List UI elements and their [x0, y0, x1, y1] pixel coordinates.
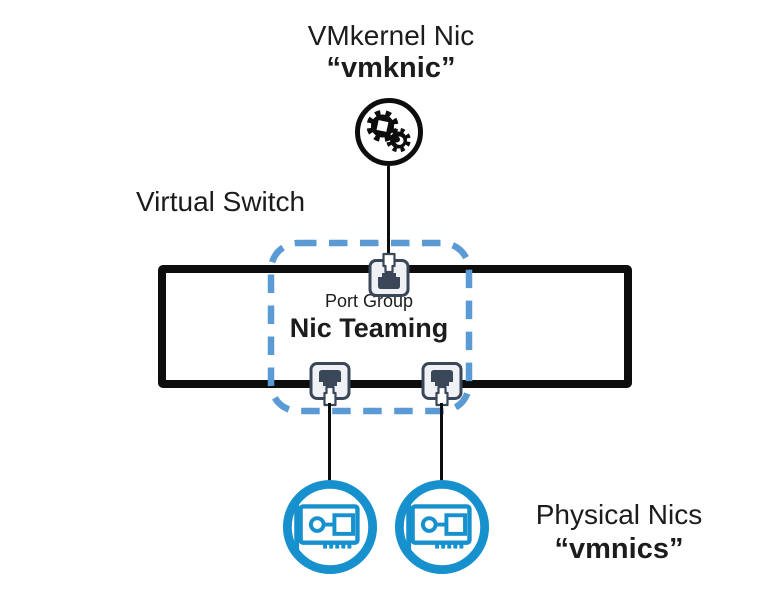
- physical-nics-label: Physical Nics: [535, 499, 703, 530]
- vmkernel-nic-label: VMkernel Nic: [307, 20, 475, 51]
- nic-teaming-label: Nic Teaming: [289, 313, 449, 343]
- connector-port-to-vmnic-left: [328, 403, 331, 481]
- virtual-switch-label: Virtual Switch: [136, 186, 306, 217]
- connector-vmknic-to-port: [387, 166, 390, 254]
- connector-port-to-vmnic-right: [440, 403, 443, 481]
- vmnics-label: “vmnics”: [554, 533, 684, 565]
- port-group-dashed-outline: [267, 239, 473, 415]
- rj45-port-icon-left: [309, 362, 351, 407]
- rj45-port-icon-top: [368, 252, 410, 297]
- network-card-in-circle-icon-right: [393, 478, 491, 576]
- rj45-port-icon-right: [421, 362, 463, 407]
- vmknic-label: “vmknic”: [326, 52, 456, 84]
- network-card-in-circle-icon-left: [282, 479, 378, 575]
- gears-in-circle-icon: [355, 98, 423, 166]
